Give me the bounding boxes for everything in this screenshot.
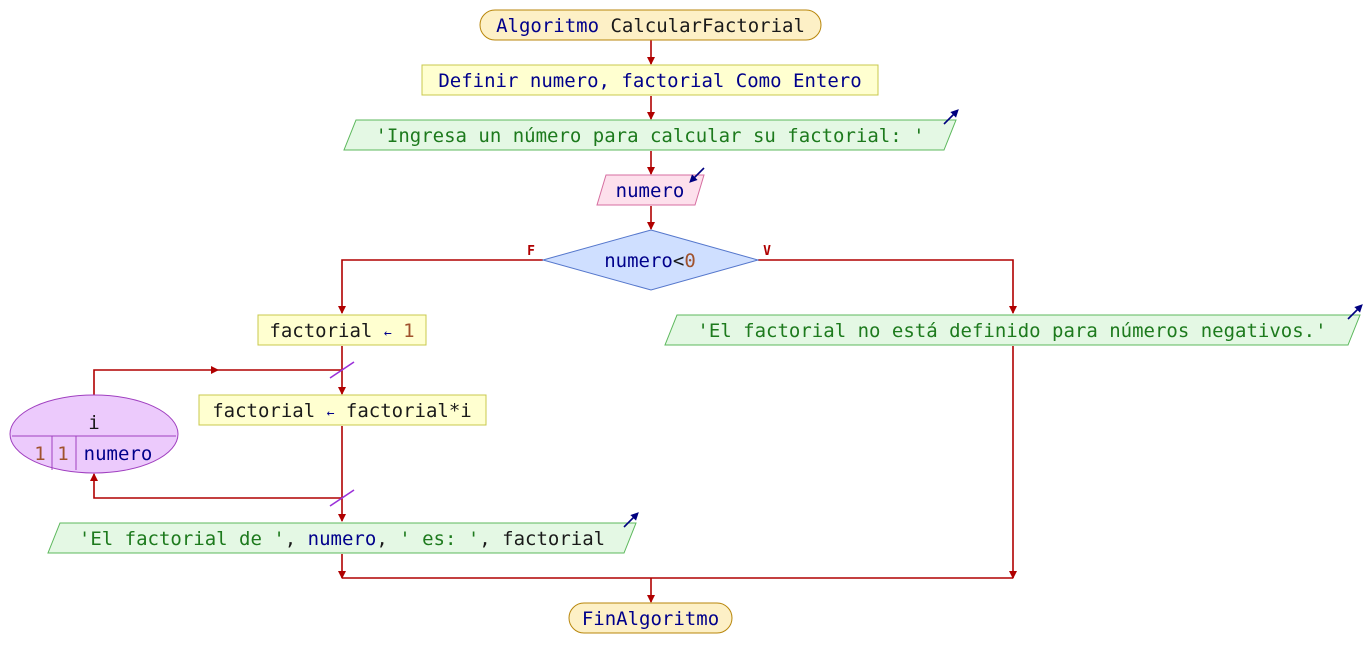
svg-text:factorial ← 1: factorial ← 1 [269, 320, 414, 342]
assign-init-node: factorial ← 1 [257, 314, 427, 346]
svg-text:Definir numero, factorial Como: Definir numero, factorial Como Entero [438, 70, 861, 92]
loop-marker-top [329, 361, 355, 379]
svg-text:factorial ← factorial*i: factorial ← factorial*i [212, 400, 472, 422]
decision-lhs: numero [604, 250, 673, 272]
body-expr: factorial*i [346, 400, 472, 422]
init-target: factorial [269, 320, 372, 342]
read-var: numero [616, 180, 685, 202]
flow-lines [90, 40, 1017, 603]
flow-decision-true [758, 259, 1017, 314]
define-node: Definir numero, factorial Como Entero [421, 64, 879, 96]
result-var-1: numero [308, 528, 377, 550]
svg-text:Algoritmo CalcularFactorial: Algoritmo CalcularFactorial [496, 15, 805, 37]
loop-marker-bottom [329, 489, 355, 507]
loop-var: i [88, 412, 99, 434]
loop-step: 1 [57, 443, 68, 465]
decision-rhs: 0 [684, 250, 695, 272]
init-value: 1 [403, 320, 414, 342]
prompt-output-node: 'Ingresa un número para calcular su fact… [343, 109, 959, 151]
assign-body-node: factorial ← factorial*i [198, 394, 487, 426]
true-label: V [763, 244, 771, 259]
flow-loop-back-bottom [90, 473, 342, 499]
assign-arrow-icon: ← [384, 326, 392, 341]
prompt-text: 'Ingresa un número para calcular su fact… [375, 125, 924, 147]
define-type: Entero [793, 70, 862, 92]
algorithm-name: CalcularFactorial [610, 15, 804, 37]
output-result-node: 'El factorial de ', numero, ' es: ', fac… [47, 512, 639, 554]
output-arrow-icon [623, 512, 639, 528]
start-node: Algoritmo CalcularFactorial [479, 9, 822, 41]
result-string-1: 'El factorial de ' [79, 528, 285, 550]
result-sep-3: , [479, 528, 502, 550]
define-keyword: Definir [438, 70, 518, 92]
define-como: Como [736, 70, 782, 92]
false-label: F [527, 244, 535, 259]
input-arrow-icon [689, 167, 705, 183]
start-keyword: Algoritmo [496, 15, 599, 37]
result-var-2: factorial [502, 528, 605, 550]
body-target: factorial [212, 400, 315, 422]
end-keyword: FinAlgoritmo [582, 608, 719, 630]
result-string-2: ' es: ' [399, 528, 479, 550]
svg-text:numero<0: numero<0 [604, 250, 696, 272]
flow-loop-back-top [93, 366, 219, 395]
output-arrow-icon [1347, 304, 1363, 320]
end-node: FinAlgoritmo [568, 602, 733, 634]
output-arrow-icon [943, 109, 959, 125]
loop-end: numero [84, 443, 153, 465]
output-error-node: 'El factorial no está definido para núme… [664, 304, 1363, 346]
flow-decision-false [338, 259, 543, 314]
loop-start: 1 [34, 443, 45, 465]
error-text: 'El factorial no está definido para núme… [697, 320, 1326, 342]
result-sep-1: , [285, 528, 308, 550]
assign-arrow-icon: ← [327, 406, 335, 421]
define-vars: numero, factorial [530, 70, 724, 92]
loop-node: i 1 1 numero [9, 394, 179, 474]
decision-node: numero<0 F V [527, 229, 771, 291]
read-input-node: numero [596, 167, 705, 206]
decision-op: < [673, 250, 684, 272]
svg-text:'El factorial de ', numero, ': 'El factorial de ', numero, ' es: ', fac… [79, 528, 605, 550]
result-sep-2: , [376, 528, 399, 550]
